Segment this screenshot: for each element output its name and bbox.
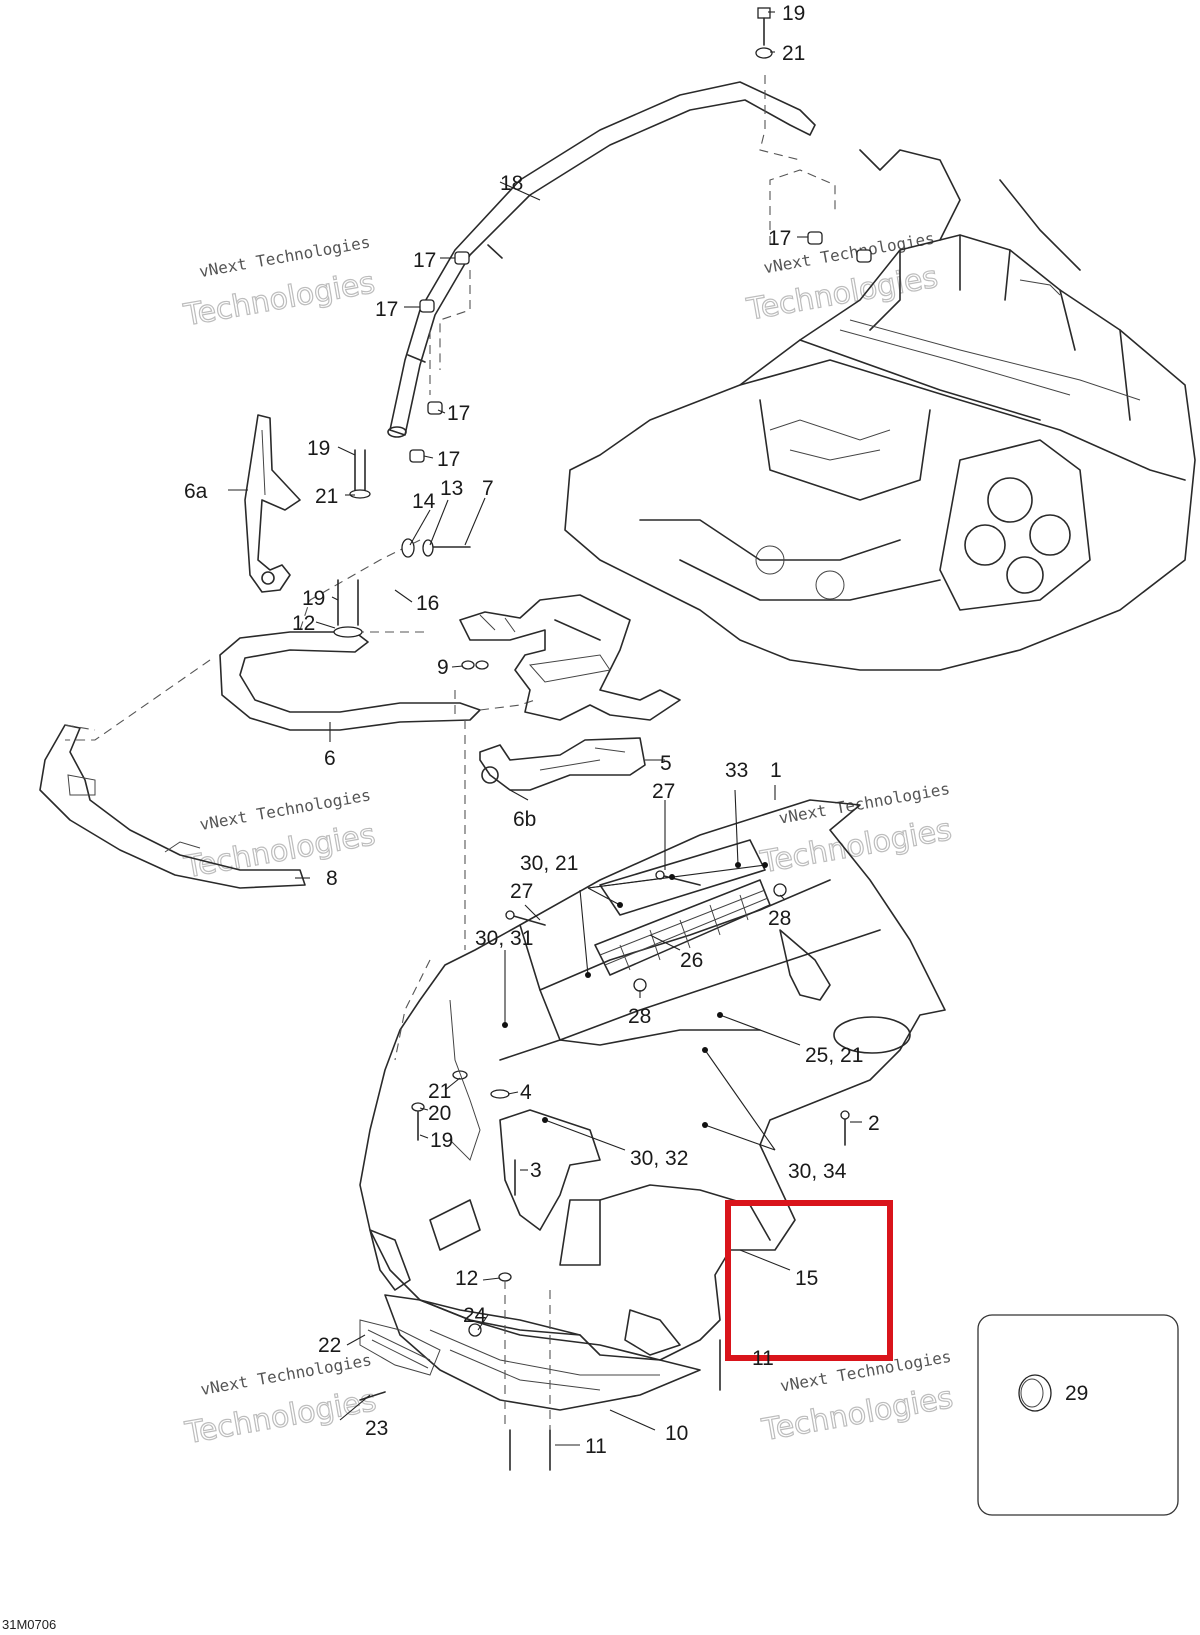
callout-label: 9 bbox=[437, 656, 449, 679]
callout-label: 4 bbox=[520, 1081, 532, 1104]
callout-label: 17 bbox=[447, 402, 470, 425]
leader-lines bbox=[228, 11, 1055, 1446]
callout-label: 26 bbox=[680, 949, 703, 972]
callout-label: 11 bbox=[752, 1347, 774, 1370]
callout-label: 19 bbox=[307, 437, 330, 460]
callout-label: 30, 34 bbox=[788, 1160, 847, 1183]
callout-label: 19 bbox=[302, 587, 325, 610]
inset-frame bbox=[977, 1314, 1179, 1516]
watermark-bottom-right: vNext Technologies Technologies bbox=[758, 1347, 956, 1449]
callout-labels: 19 21 18 17 17 17 17 17 19 6a 21 14 13 7… bbox=[184, 2, 1088, 1458]
callout-label: 27 bbox=[510, 880, 533, 903]
callout-label: 6a bbox=[184, 480, 208, 503]
callout-label: 12 bbox=[455, 1267, 478, 1290]
callout-label: 29 bbox=[1065, 1382, 1088, 1405]
callout-label: 22 bbox=[318, 1334, 341, 1357]
callout-label: 6b bbox=[513, 808, 536, 831]
bracket-6a bbox=[244, 414, 301, 593]
callout-label: 14 bbox=[412, 490, 436, 513]
callout-label: 20 bbox=[428, 1102, 451, 1125]
callout-label: 11 bbox=[585, 1435, 607, 1458]
callout-label: 30, 32 bbox=[630, 1147, 688, 1170]
callout-label: 30, 31 bbox=[475, 927, 533, 950]
callout-label: 24 bbox=[463, 1304, 487, 1327]
callout-label: 27 bbox=[652, 780, 675, 803]
watermark-bottom-left: vNext Technologies Technologies bbox=[181, 1350, 379, 1452]
callout-label: 3 bbox=[530, 1159, 542, 1182]
callout-label: 6 bbox=[324, 747, 336, 770]
callout-label: 23 bbox=[365, 1417, 388, 1440]
callout-label: 15 bbox=[795, 1267, 818, 1290]
callout-label: 1 bbox=[770, 759, 782, 782]
callout-label: 2 bbox=[868, 1112, 880, 1135]
watermark-top-left: vNext Technologies Technologies bbox=[180, 232, 378, 334]
callout-label: 28 bbox=[768, 907, 791, 930]
callout-label: 17 bbox=[768, 227, 791, 250]
steering-block-5 bbox=[459, 594, 681, 721]
callout-label: 28 bbox=[628, 1005, 651, 1028]
callout-label: 7 bbox=[482, 477, 494, 500]
callout-label: 21 bbox=[428, 1080, 451, 1103]
steering-tube-18 bbox=[387, 75, 836, 438]
callout-label: 18 bbox=[500, 172, 523, 195]
callout-label: 25, 21 bbox=[805, 1044, 863, 1067]
plug-29 bbox=[1018, 1374, 1052, 1412]
callout-label: 17 bbox=[375, 298, 398, 321]
highlight-box bbox=[725, 1200, 893, 1361]
hardware-fasteners bbox=[333, 7, 872, 1471]
callout-label: 17 bbox=[413, 249, 436, 272]
callout-label: 19 bbox=[782, 2, 805, 25]
callout-label: 16 bbox=[416, 592, 439, 615]
bracket-6b bbox=[454, 690, 646, 950]
callout-label: 30, 21 bbox=[520, 852, 578, 875]
callout-label: 8 bbox=[326, 867, 338, 890]
front-bumper-assembly bbox=[39, 539, 536, 889]
callout-label: 21 bbox=[315, 485, 338, 508]
inset-detail-29 bbox=[977, 1314, 1179, 1516]
callout-label: 5 bbox=[660, 752, 672, 775]
callout-label: 13 bbox=[440, 477, 463, 500]
belly-pan-assembly bbox=[359, 799, 946, 1430]
chassis-frame bbox=[564, 149, 1196, 671]
drawing-code: 31M0706 bbox=[2, 1617, 56, 1632]
callout-label: 33 bbox=[725, 759, 748, 782]
watermark-middle-right: vNext Technologies Technologies bbox=[757, 779, 955, 881]
callout-label: 10 bbox=[665, 1422, 688, 1445]
callout-label: 19 bbox=[430, 1129, 453, 1152]
callout-label: 17 bbox=[437, 448, 460, 471]
callout-label: 12 bbox=[292, 612, 315, 635]
callout-label: 21 bbox=[782, 42, 805, 65]
